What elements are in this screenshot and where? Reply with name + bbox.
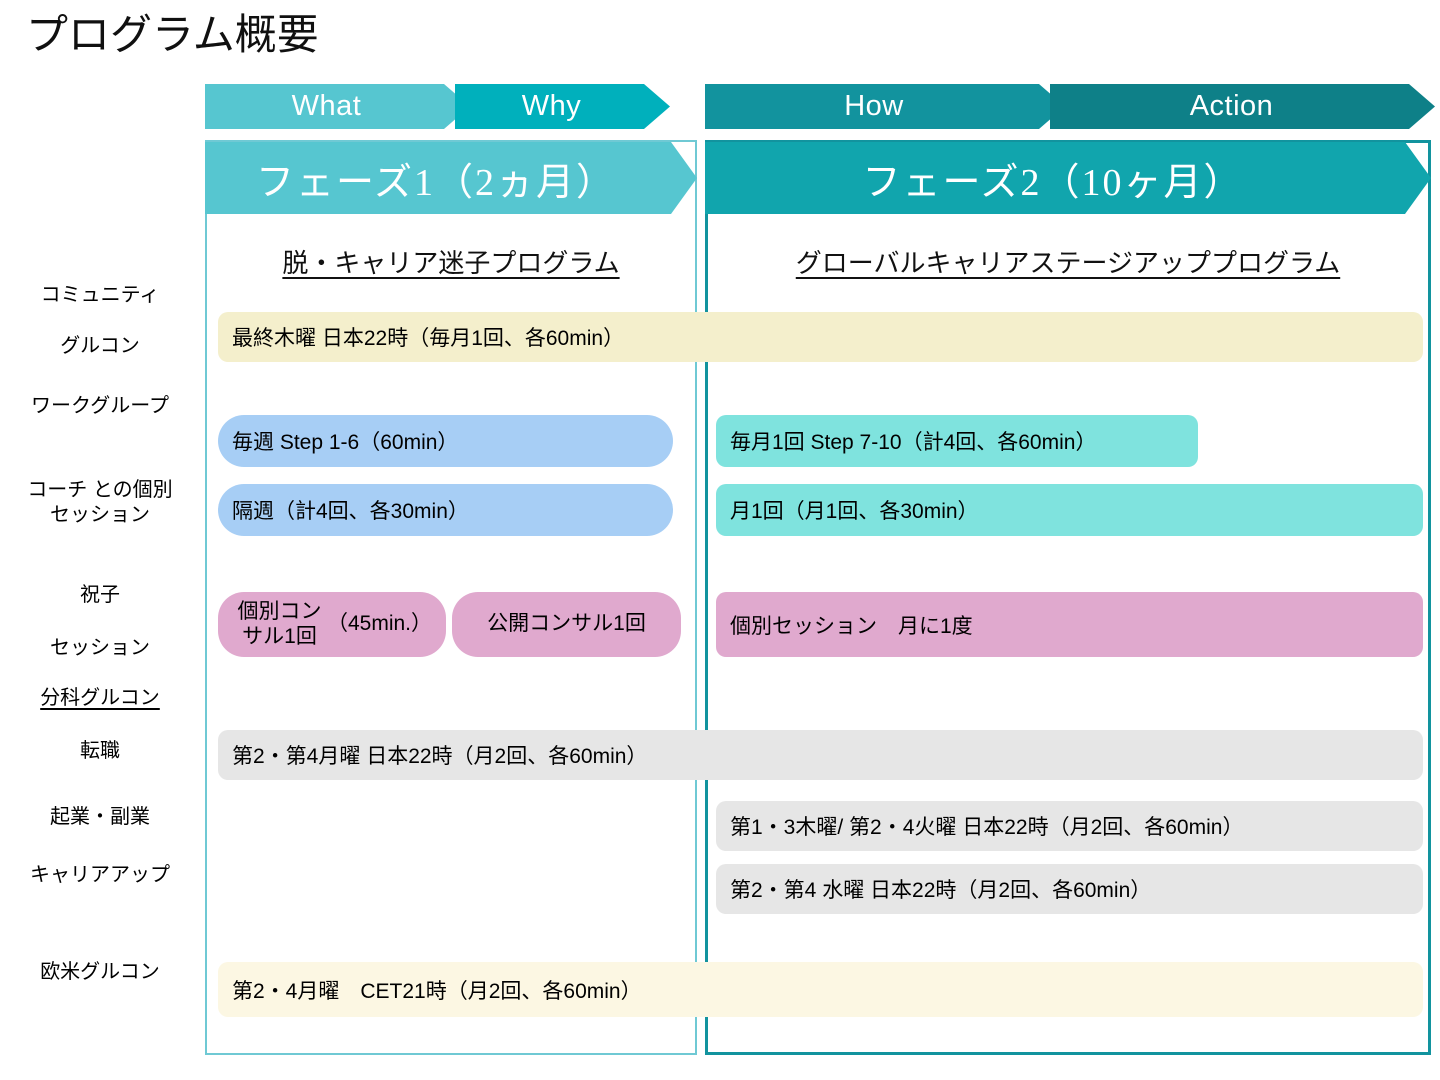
row-label-tenshoku: 転職: [80, 740, 120, 762]
bar-consul-individual-line1: 個別コンサル1回: [237, 600, 322, 648]
step-what-label: What: [291, 90, 362, 122]
row-label-community: コミュニティ: [40, 284, 160, 306]
step-action-label: Action: [1189, 90, 1274, 122]
phase-1-program-title: 脱・キャリア迷子プログラム: [282, 247, 620, 278]
step-what[interactable]: What: [205, 84, 470, 129]
phase-2-frame: [705, 140, 1431, 1055]
bar-oubei-glucon: 第2・4月曜 CET21時（月2回、各60min）: [218, 962, 1423, 1017]
step-why-label: Why: [521, 90, 582, 122]
phase-2-program-title: グローバルキャリアステージアッププログラム: [795, 247, 1341, 278]
row-label-iwaiko: 祝子: [80, 584, 120, 606]
step-how[interactable]: How: [705, 84, 1065, 129]
bar-consul-individual: 個別コンサル1回 （45min.）: [218, 592, 446, 657]
bar-workgroup-phase1: 毎週 Step 1-6（60min）: [218, 415, 673, 467]
row-label-glucon: グルコン: [60, 335, 140, 357]
phase-1-frame: [205, 140, 697, 1055]
bar-workgroup-phase2: 毎月1回 Step 7-10（計4回、各60min）: [716, 415, 1198, 467]
phase-2-banner: フェーズ2（10ヶ月）: [705, 142, 1431, 214]
row-label-career-up: キャリアアップ: [30, 864, 170, 886]
step-why[interactable]: Why: [455, 84, 670, 129]
bar-kigyo-fukugyo: 第1・3木曜/ 第2・4火曜 日本22時（月2回、各60min）: [716, 801, 1423, 851]
row-label-oubei-glucon: 欧米グルコン: [40, 961, 160, 983]
step-action[interactable]: Action: [1050, 84, 1435, 129]
bar-coach-phase2: 月1回（月1回、各30min）: [716, 484, 1423, 536]
page-title: プログラム概要: [26, 11, 319, 58]
bar-session-phase2: 個別セッション 月に1度: [716, 592, 1423, 657]
step-how-label: How: [844, 90, 904, 122]
phase-2-banner-label: フェーズ2（10ヶ月）: [862, 161, 1244, 204]
phase-1-banner: フェーズ1（2ヵ月）: [205, 142, 697, 214]
bar-coach-phase1: 隔週（計4回、各30min）: [218, 484, 673, 536]
row-label-kigyo: 起業・副業: [50, 806, 150, 828]
row-label-session: セッション: [50, 637, 150, 659]
phase-1-banner-label: フェーズ1（2ヵ月）: [255, 161, 617, 204]
row-label-coach-line2: セッション: [50, 504, 150, 526]
bar-consul-individual-line2: （45min.）: [326, 612, 432, 636]
bar-community-glucon: 最終木曜 日本22時（毎月1回、各60min）: [218, 312, 1423, 362]
row-label-bunka-glucon: 分科グルコン: [40, 687, 160, 709]
bar-consul-public: 公開コンサル1回: [452, 592, 681, 657]
row-label-coach-line1: コーチ との個別: [27, 479, 173, 501]
bar-career-up: 第2・第4 水曜 日本22時（月2回、各60min）: [716, 864, 1423, 914]
row-label-workgroup: ワークグループ: [31, 395, 169, 417]
bar-tenshoku: 第2・第4月曜 日本22時（月2回、各60min）: [218, 730, 1423, 780]
